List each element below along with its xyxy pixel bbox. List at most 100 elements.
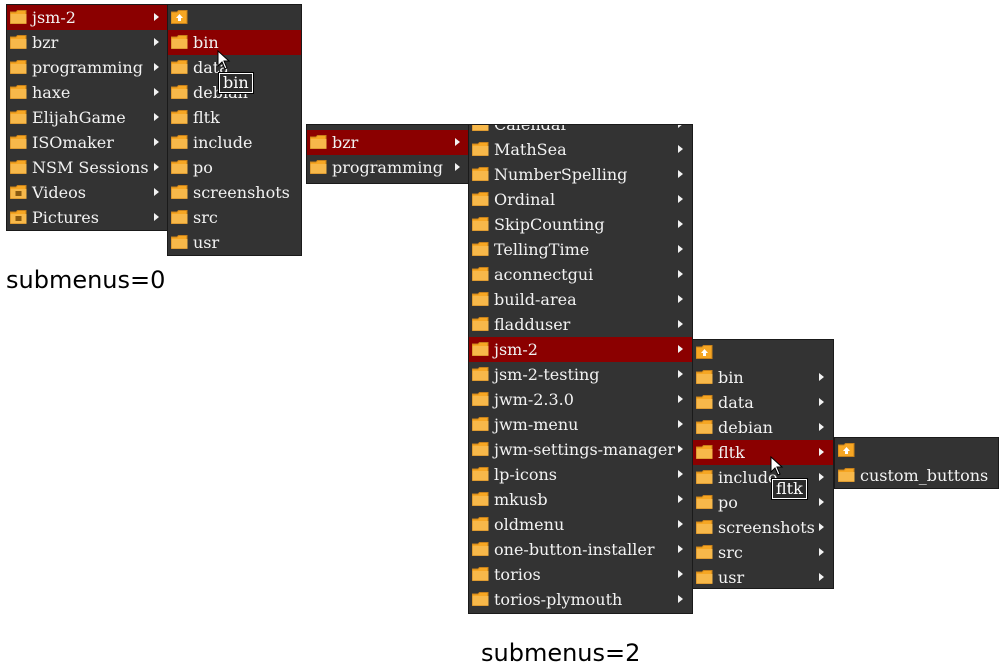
menu-item-include[interactable]: include — [168, 130, 301, 155]
folder-icon — [472, 592, 489, 606]
menu-item-custom-buttons[interactable]: custom_buttons — [835, 463, 998, 488]
menu-item-bzr[interactable]: bzr — [7, 30, 168, 55]
menu-item-data[interactable]: data — [693, 390, 833, 415]
menu-item-label: SkipCounting — [494, 215, 605, 234]
submenu-arrow-icon — [819, 573, 824, 581]
menu-item-src[interactable]: src — [168, 205, 301, 230]
menu-item-src[interactable]: src — [693, 540, 833, 565]
menu-item-bzr[interactable]: bzr — [307, 130, 469, 155]
menu-item-label: TellingTime — [494, 240, 590, 259]
menu-item-label: fltk — [193, 108, 220, 127]
submenu-arrow-icon — [819, 548, 824, 556]
folder-icon — [696, 445, 713, 459]
menu-item-nsm-sessions[interactable]: NSM Sessions — [7, 155, 168, 180]
menu-item-label: po — [718, 493, 738, 512]
menu-item-calendar[interactable]: Calendar — [469, 124, 692, 137]
menu-item-build-area[interactable]: build-area — [469, 287, 692, 312]
menu-item-elijahgame[interactable]: ElijahGame — [7, 105, 168, 130]
menu-item-ordinal[interactable]: Ordinal — [469, 187, 692, 212]
submenu-arrow-icon — [678, 420, 683, 428]
menu-item-label: aconnectgui — [494, 265, 594, 284]
menu-item-programming[interactable]: programming — [307, 155, 469, 180]
menu-item-skipcounting[interactable]: SkipCounting — [469, 212, 692, 237]
submenu-arrow-icon — [455, 138, 460, 146]
menu-item-include[interactable]: include — [693, 465, 833, 490]
menu-item-oldmenu[interactable]: oldmenu — [469, 512, 692, 537]
folder-icon — [472, 242, 489, 256]
folder-icon — [472, 367, 489, 381]
menu-item-jsm-2[interactable]: jsm-2 — [469, 337, 692, 362]
menu-item-usr[interactable]: usr — [168, 230, 301, 255]
left-jsm-2-submenu: bin data debian fltk include po screensh… — [167, 4, 302, 256]
menu-item-torios-plymouth[interactable]: torios-plymouth — [469, 587, 692, 612]
menu-item-mathsea[interactable]: MathSea — [469, 137, 692, 162]
menu-item-label: jwm-2.3.0 — [494, 390, 574, 409]
menu-item-numberspelling[interactable]: NumberSpelling — [469, 162, 692, 187]
menu-item-screenshots[interactable]: screenshots — [693, 515, 833, 540]
menu-item-aconnectgui[interactable]: aconnectgui — [469, 262, 692, 287]
folder-icon — [838, 468, 855, 482]
menu-item-label: oldmenu — [494, 515, 565, 534]
menu-item-one-button-installer[interactable]: one-button-installer — [469, 537, 692, 562]
mouse-pointer-icon — [770, 456, 784, 476]
menu-item-po[interactable]: po — [693, 490, 833, 515]
folder-icon — [171, 210, 188, 224]
menu-item-isomaker[interactable]: ISOmaker — [7, 130, 168, 155]
menu-item-label: screenshots — [193, 183, 290, 202]
submenu-arrow-icon — [154, 163, 159, 171]
submenu-arrow-icon — [678, 320, 683, 328]
menu-item-fltk[interactable]: fltk — [168, 105, 301, 130]
menu-item-po[interactable]: po — [168, 155, 301, 180]
menu-item-open-folder[interactable] — [168, 5, 301, 30]
menu-item-label: jwm-menu — [494, 415, 579, 434]
menu-item-open-folder[interactable] — [835, 438, 998, 463]
menu-item-jsm-2[interactable]: jsm-2 — [7, 5, 168, 30]
menu-item-tellingtime[interactable]: TellingTime — [469, 237, 692, 262]
menu-item-jwm-2-3-0[interactable]: jwm-2.3.0 — [469, 387, 692, 412]
folder-icon — [696, 545, 713, 559]
folder-icon — [696, 470, 713, 484]
menu-item-programming[interactable]: programming — [7, 55, 168, 80]
folder-icon — [171, 135, 188, 149]
folder-icon — [696, 420, 713, 434]
menu-item-label: ISOmaker — [32, 133, 114, 152]
menu-item-label: bin — [193, 33, 219, 52]
menu-item-jsm-2-testing[interactable]: jsm-2-testing — [469, 362, 692, 387]
submenu-arrow-icon — [678, 295, 683, 303]
menu-item-label: include — [193, 133, 253, 152]
menu-item-label: lp-icons — [494, 465, 557, 484]
menu-item-bin[interactable]: bin — [693, 365, 833, 390]
menu-item-label: jsm-2 — [32, 8, 76, 27]
menu-item-jwm-menu[interactable]: jwm-menu — [469, 412, 692, 437]
menu-item-jwm-settings-manager[interactable]: jwm-settings-manager — [469, 437, 692, 462]
menu-item-fladduser[interactable]: fladduser — [469, 312, 692, 337]
right-top-menu: bzr programming — [306, 124, 470, 184]
submenu-arrow-icon — [154, 13, 159, 21]
folder-icon — [472, 292, 489, 306]
submenu-arrow-icon — [819, 473, 824, 481]
menu-item-usr[interactable]: usr — [693, 565, 833, 590]
submenu-arrow-icon — [154, 213, 159, 221]
menu-item-label: torios-plymouth — [494, 590, 623, 609]
menu-item-fltk[interactable]: fltk — [693, 440, 833, 465]
menu-item-haxe[interactable]: haxe — [7, 80, 168, 105]
menu-item-videos[interactable]: Videos — [7, 180, 168, 205]
folder-icon — [472, 517, 489, 531]
menu-item-label: bzr — [32, 33, 59, 52]
menu-item-label: src — [718, 543, 743, 562]
menu-item-label: Calendar — [494, 124, 569, 134]
menu-item-debian[interactable]: debian — [693, 415, 833, 440]
menu-item-screenshots[interactable]: screenshots — [168, 180, 301, 205]
submenu-arrow-icon — [819, 498, 824, 506]
menu-item-mkusb[interactable]: mkusb — [469, 487, 692, 512]
folder-icon — [472, 467, 489, 481]
menu-item-open-folder[interactable] — [693, 340, 833, 365]
menu-item-label: ElijahGame — [32, 108, 126, 127]
menu-item-pictures[interactable]: Pictures — [7, 205, 168, 230]
folder-icon — [696, 520, 713, 534]
menu-item-label: custom_buttons — [860, 466, 989, 485]
menu-item-lp-icons[interactable]: lp-icons — [469, 462, 692, 487]
menu-item-bin[interactable]: bin — [168, 30, 301, 55]
menu-item-torios[interactable]: torios — [469, 562, 692, 587]
